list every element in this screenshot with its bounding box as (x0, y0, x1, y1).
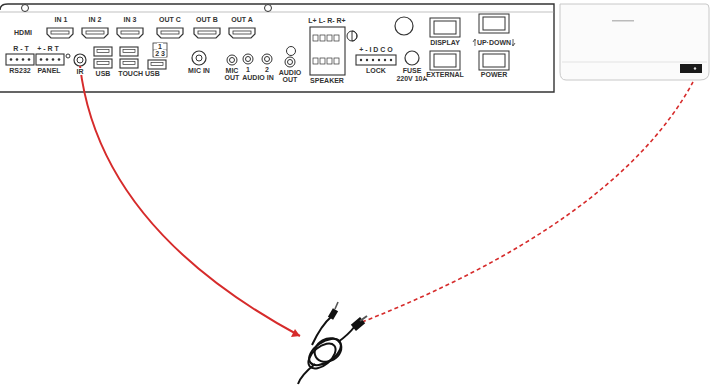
port-label: 2 3 (154, 50, 166, 57)
port-label: IR (76, 68, 85, 75)
port-label: USB (95, 70, 112, 77)
port-label: EXTERNAL (425, 71, 465, 78)
port-label: OUT A (230, 16, 254, 23)
port-label: R - T (12, 45, 30, 52)
port-label: DISPLAY (429, 39, 461, 46)
port-label: 2 (264, 66, 270, 73)
port-label: IN 2 (88, 16, 103, 23)
port-label: IN 3 (123, 16, 138, 23)
port-label: OUT C (158, 16, 182, 23)
port-label: OUT B (195, 16, 219, 23)
port-label: MIC OUT (222, 67, 242, 82)
port-label: MIC IN (187, 67, 211, 74)
port-label: POWER (480, 71, 508, 78)
port-label: HDMI (13, 29, 33, 36)
port-label: FUSE (402, 67, 423, 74)
port-label: LOCK (365, 67, 387, 74)
port-label: + - I D C O (358, 46, 394, 53)
port-label: L+ L- R- R+ (307, 17, 346, 24)
port-label: IN 1 (54, 16, 69, 23)
port-label: SPEAKER (309, 77, 345, 84)
port-label: TOUCH USB (117, 70, 160, 77)
port-label: UP·DOWN (476, 39, 512, 46)
port-label: AUDIO OUT (277, 69, 303, 84)
port-label: RS232 (8, 67, 31, 74)
port-label: 1 (245, 66, 251, 73)
port-label: AUDIO IN (241, 74, 275, 81)
port-label: + - R T (36, 45, 60, 52)
port-label: 220V 10A (395, 75, 428, 82)
port-label: PANEL (36, 67, 61, 74)
